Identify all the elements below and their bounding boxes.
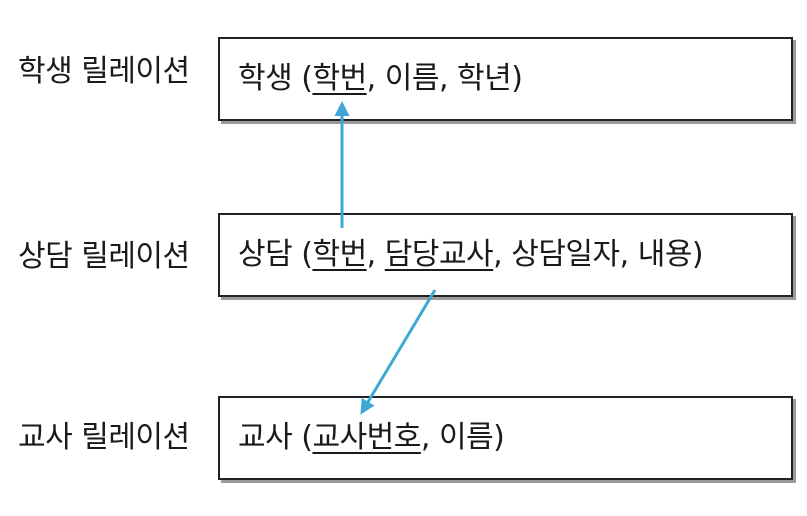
relation-schema-student: 학생 (학번, 이름, 학년) — [238, 61, 523, 96]
attribute: 내용 — [637, 237, 693, 272]
relation-box-counsel: 상담 (학번, 담당교사, 상담일자, 내용) — [218, 213, 793, 297]
relation-name: 교사 — [238, 420, 293, 455]
attribute: 상담일자 — [511, 237, 620, 272]
relation-label-teacher: 교사 릴레이션 — [18, 420, 190, 455]
reference-arrow-counsel-to-teacher — [360, 289, 437, 415]
attribute: 이름 — [384, 61, 440, 96]
attribute-primary-key: 교사번호 — [312, 420, 421, 455]
relation-name: 학생 — [238, 61, 293, 96]
relation-label-counsel: 상담 릴레이션 — [18, 239, 190, 274]
attribute: 이름 — [438, 420, 494, 455]
attribute-primary-key: 학번 — [312, 237, 367, 272]
relation-box-teacher: 교사 (교사번호, 이름) — [218, 396, 793, 480]
attribute-primary-key: 학번 — [312, 61, 367, 96]
relation-label-student: 학생 릴레이션 — [18, 54, 190, 89]
attribute-primary-key: 담당교사 — [384, 237, 494, 272]
relation-box-student: 학생 (학번, 이름, 학년) — [218, 37, 793, 121]
relation-name: 상담 — [238, 237, 293, 272]
relation-schema-teacher: 교사 (교사번호, 이름) — [238, 420, 505, 455]
relation-schema-counsel: 상담 (학번, 담당교사, 상담일자, 내용) — [238, 237, 704, 272]
attribute: 학년 — [457, 61, 512, 96]
